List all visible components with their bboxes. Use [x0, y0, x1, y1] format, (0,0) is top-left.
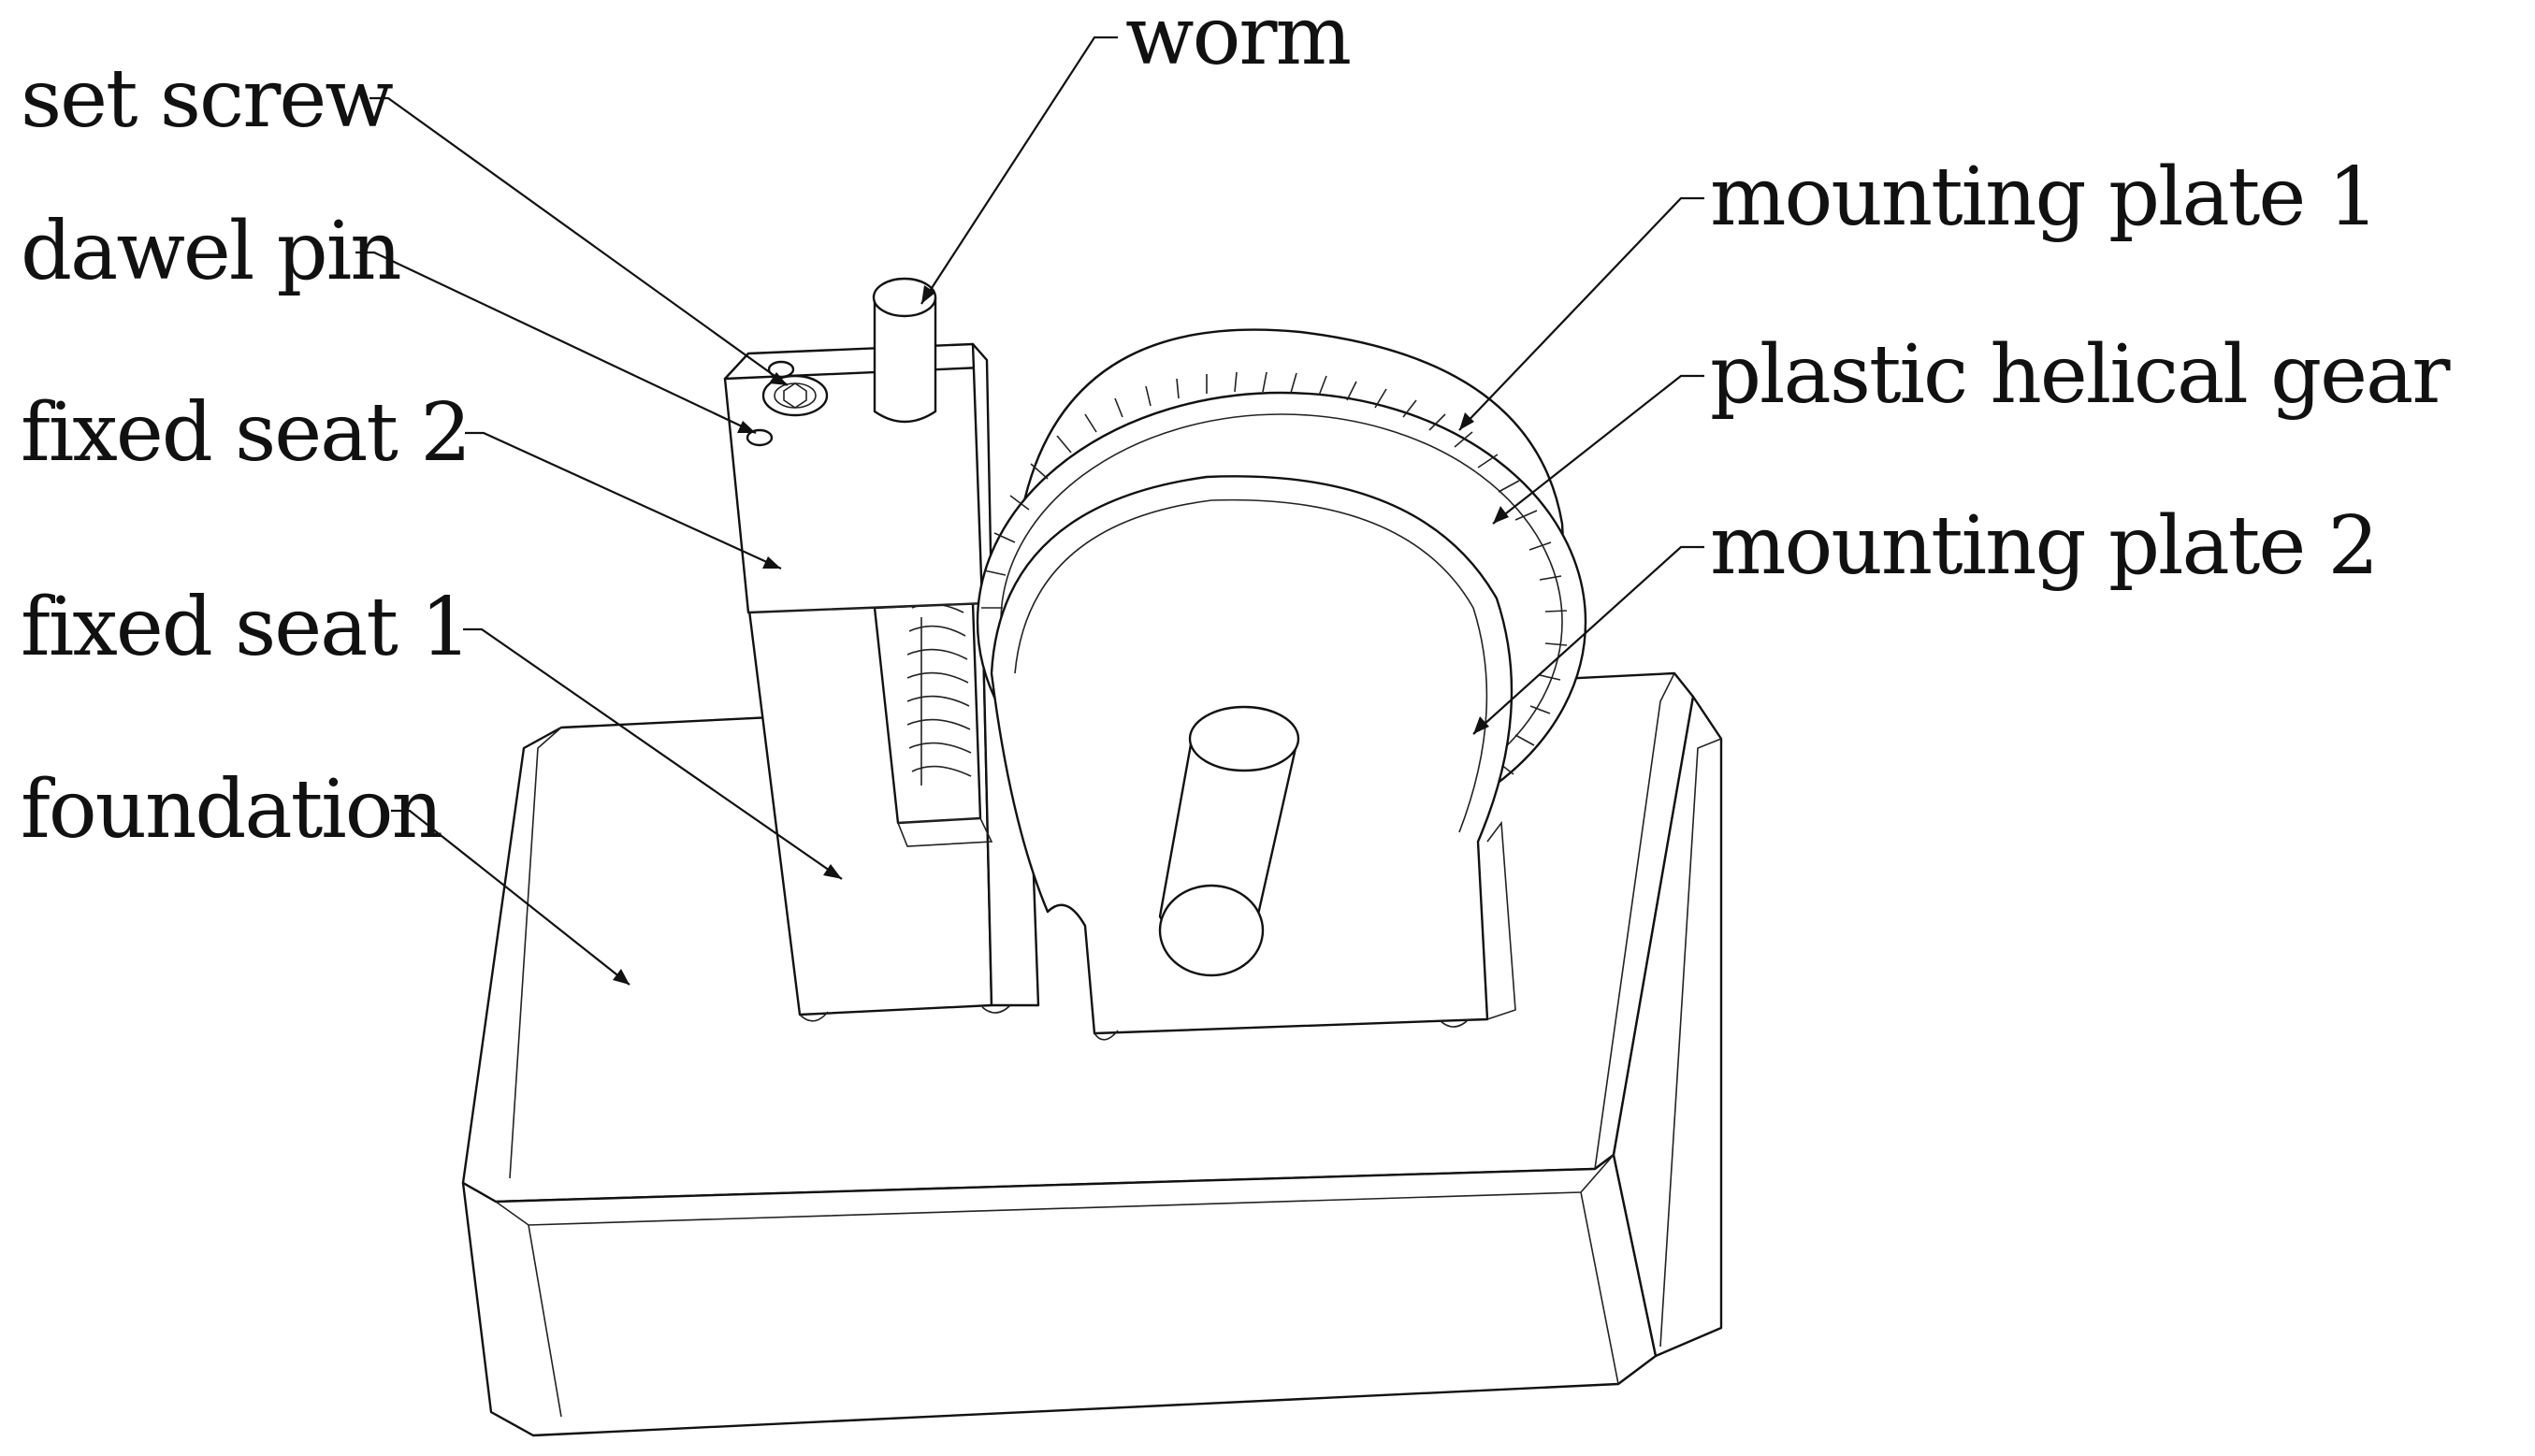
fixed-seat-1 — [746, 597, 1040, 1022]
worm-threads — [906, 603, 972, 786]
label-foundation: foundation — [21, 763, 442, 857]
label-fixed-seat-1: fixed seat 1 — [21, 581, 470, 674]
set-screw — [761, 374, 829, 417]
dawel-pin — [746, 360, 795, 447]
leader-lines — [355, 36, 1704, 986]
worm-shaft — [872, 277, 937, 424]
label-mounting-plate-2: mounting plate 2 — [1710, 499, 2377, 593]
output-shaft — [1158, 705, 1300, 977]
part-labels: set screw dawel pin fixed seat 2 fixed s… — [21, 0, 2453, 857]
label-dawel-pin: dawel pin — [21, 205, 400, 298]
label-worm: worm — [1125, 0, 1350, 83]
label-fixed-seat-2: fixed seat 2 — [21, 386, 470, 480]
fixed-seat-2 — [723, 342, 993, 614]
label-set-screw: set screw — [21, 52, 393, 146]
label-mounting-plate-1: mounting plate 1 — [1710, 151, 2377, 244]
label-plastic-helical-gear: plastic helical gear — [1710, 328, 2451, 422]
